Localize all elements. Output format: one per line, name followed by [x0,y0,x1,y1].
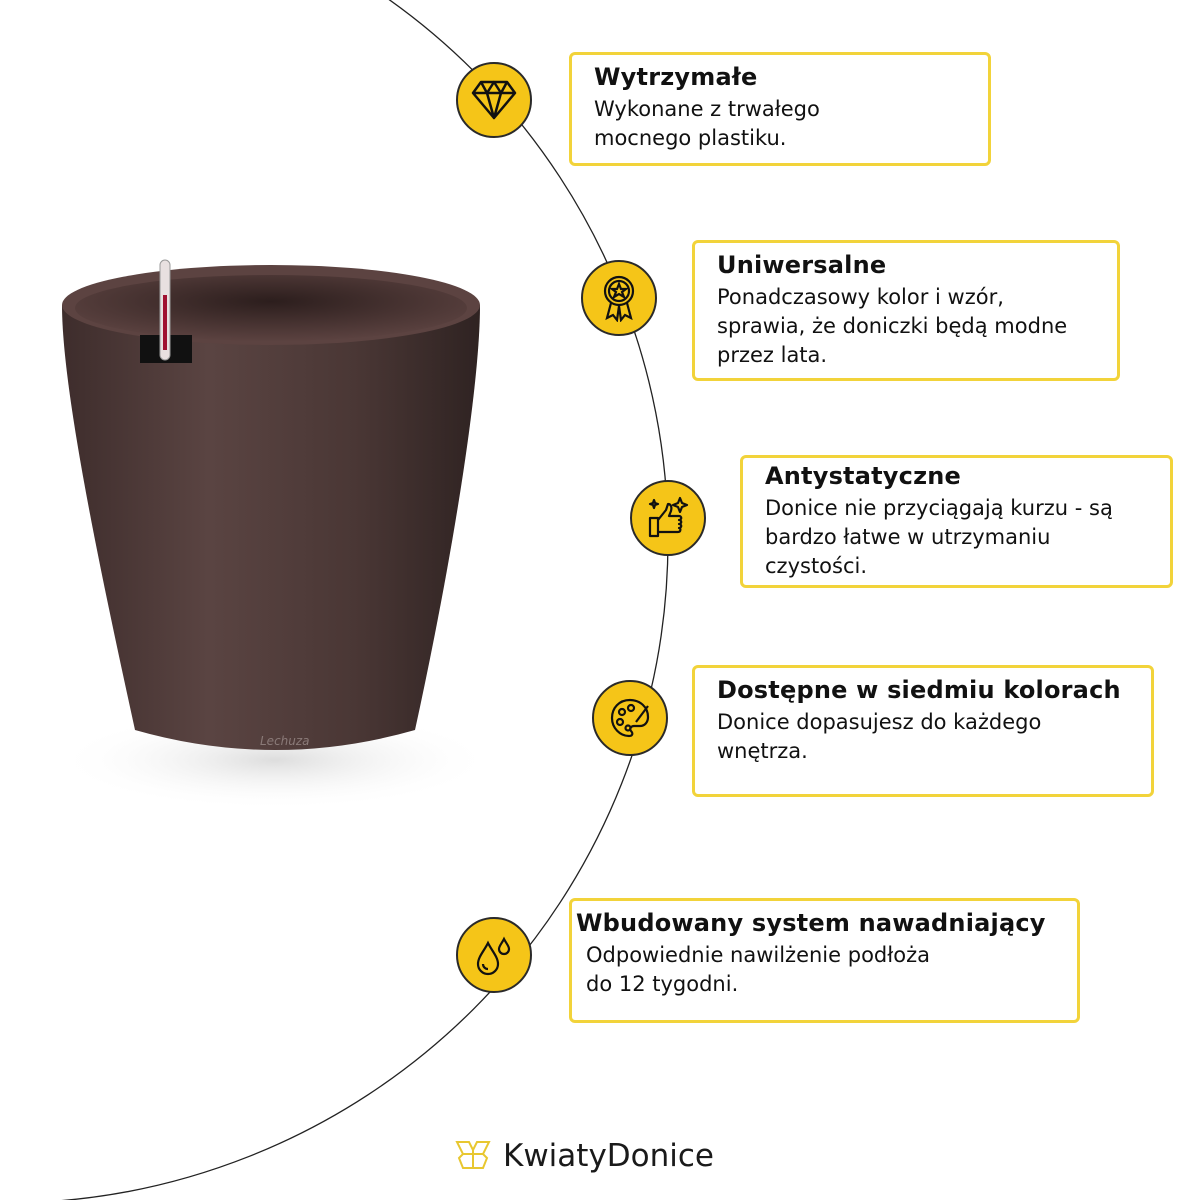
thumbs-up-sparkle-icon [630,480,706,556]
planter-pot-image: Lechuza [55,259,495,810]
feature-title: Wytrzymałe [594,63,758,91]
brand-logo: KwiatyDonice [455,1138,714,1174]
feature-title: Dostępne w siedmiu kolorach [717,676,1121,704]
feature-card-universal: Uniwersalne Ponadczasowy kolor i wzór,sp… [692,240,1120,381]
feature-card-colors: Dostępne w siedmiu kolorach Donice dopas… [692,665,1154,797]
feature-title: Antystatyczne [765,462,962,490]
diamond-icon [456,62,532,138]
palette-icon [592,680,668,756]
feature-card-antistatic: Antystatyczne Donice nie przyciągają kur… [740,455,1173,588]
feature-card-irrigation: Wbudowany system nawadniający Odpowiedni… [569,898,1080,1023]
feature-title: Uniwersalne [717,251,887,279]
brand-name: KwiatyDonice [503,1138,715,1174]
feature-description: Ponadczasowy kolor i wzór,sprawia, że do… [717,285,1068,367]
butterfly-icon [455,1141,491,1169]
feature-title: Wbudowany system nawadniający [576,909,1046,937]
award-ribbon-icon [581,260,657,336]
pot-logo: Lechuza [260,734,310,748]
water-drops-icon [456,917,532,993]
